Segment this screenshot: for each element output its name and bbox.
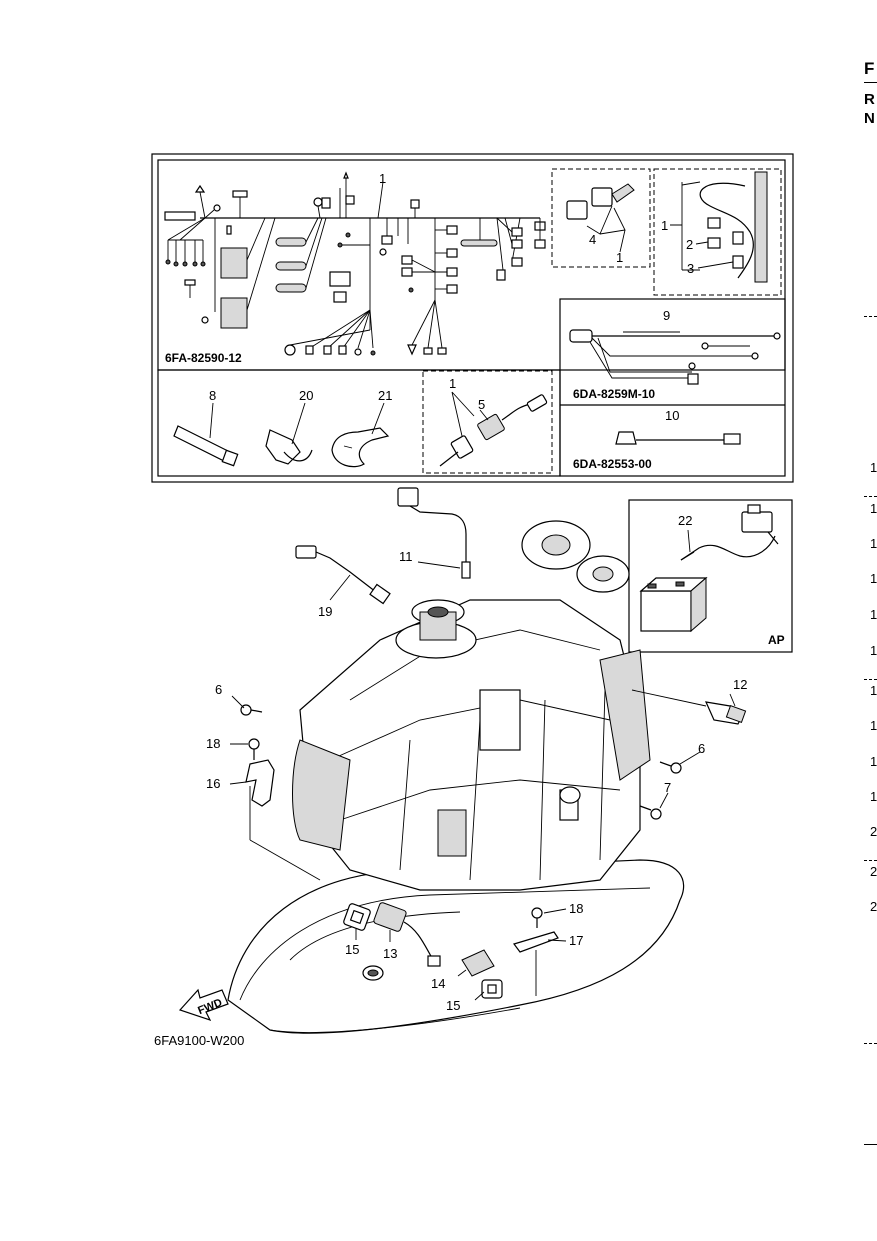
callout-13: 13 <box>383 946 397 961</box>
figure-code: 6FA9100-W200 <box>154 1033 244 1048</box>
edge-number: 1 <box>870 789 877 804</box>
bolt <box>248 738 260 760</box>
cover <box>461 949 495 977</box>
fwd-arrow-icon <box>178 988 229 1022</box>
callout-21: 21 <box>378 388 392 403</box>
callout-3: 3 <box>687 261 694 276</box>
edge-dash <box>864 496 877 498</box>
edge-number: 2 <box>870 899 877 914</box>
edge-number: 1 <box>870 718 877 733</box>
callout-1: 1 <box>661 218 668 233</box>
edge-letter-r: R <box>864 91 875 108</box>
callout-10: 10 <box>665 408 679 423</box>
plate <box>513 931 559 996</box>
callout-15: 15 <box>446 998 460 1013</box>
knock-sensor-lead <box>295 545 391 605</box>
bolt <box>531 907 543 928</box>
callout-16: 16 <box>206 776 220 791</box>
grommet <box>343 903 371 931</box>
lead-code: 6DA-8259M-10 <box>573 387 655 401</box>
callout-14: 14 <box>431 976 445 991</box>
edge-number: 1 <box>870 754 877 769</box>
lead-assembly <box>569 329 781 385</box>
callout-5: 5 <box>478 397 485 412</box>
bolt <box>240 704 263 716</box>
callout-6: 6 <box>215 682 222 697</box>
connector-set <box>566 183 635 253</box>
edge-dash <box>864 679 877 681</box>
edge-rule <box>864 82 877 83</box>
edge-letter-n: N <box>864 110 875 127</box>
edge-number: 1 <box>870 460 877 475</box>
callout-20: 20 <box>299 388 313 403</box>
edge-number: 1 <box>870 536 877 551</box>
grommet <box>481 979 503 999</box>
edge-number: 2 <box>870 864 877 879</box>
callout-18: 18 <box>569 901 583 916</box>
sensor-lead-set <box>670 171 768 283</box>
edge-number: 1 <box>870 607 877 622</box>
edge-number: 1 <box>870 643 877 658</box>
callout-22: 22 <box>678 513 692 528</box>
callout-17: 17 <box>569 933 583 948</box>
callout-12: 12 <box>733 677 747 692</box>
callout-19: 19 <box>318 604 332 619</box>
edge-rule <box>864 1144 877 1145</box>
edge-dash <box>864 860 877 862</box>
wire-harness <box>164 171 546 356</box>
callout-9: 9 <box>663 308 670 323</box>
bracket <box>245 759 321 881</box>
callout-18: 18 <box>206 736 220 751</box>
callout-2: 2 <box>686 237 693 252</box>
connector-pair <box>439 391 548 467</box>
bolt <box>639 805 662 820</box>
temperature-sensor <box>397 487 471 579</box>
edge-number: 1 <box>870 501 877 516</box>
ap-label: AP <box>768 633 785 647</box>
engine-illustration <box>227 520 685 1034</box>
callout-6: 6 <box>698 741 705 756</box>
cable-tie <box>173 425 239 467</box>
harness-code: 6FA-82590-12 <box>165 351 242 365</box>
switch-assembly <box>373 902 441 967</box>
edge-number: 2 <box>870 824 877 839</box>
edge-number: 1 <box>870 683 877 698</box>
wire-lead <box>615 431 741 445</box>
clamp-band <box>331 427 390 468</box>
ap-inset <box>628 499 793 653</box>
callout-1: 1 <box>379 171 386 186</box>
edge-number: 1 <box>870 571 877 586</box>
callout-15: 15 <box>345 942 359 957</box>
edge-dash <box>864 316 877 318</box>
callout-4: 4 <box>589 232 596 247</box>
callout-1: 1 <box>449 376 456 391</box>
edge-letter-f: F <box>864 59 875 78</box>
callout-11: 11 <box>399 549 413 564</box>
bolt <box>659 761 682 774</box>
wire-code: 6DA-82553-00 <box>573 457 652 471</box>
edge-dash <box>864 1043 877 1045</box>
callout-1: 1 <box>616 250 623 265</box>
kit-panel <box>151 153 794 483</box>
callout-8: 8 <box>209 388 216 403</box>
clamp <box>265 429 313 465</box>
pressure-sensor <box>631 689 747 725</box>
callout-7: 7 <box>664 780 671 795</box>
